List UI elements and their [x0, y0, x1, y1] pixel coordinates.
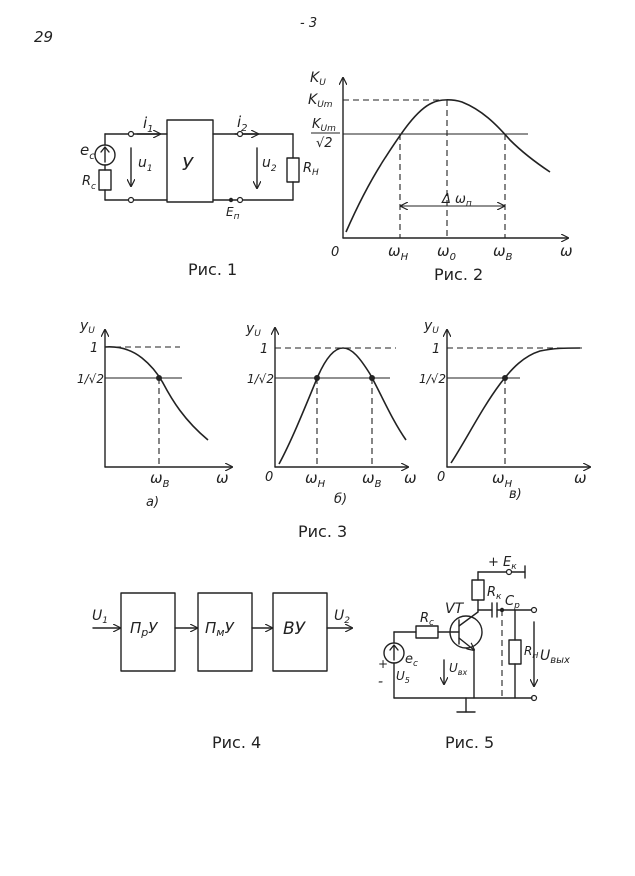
fig3b-w: ω: [404, 469, 417, 487]
fig4-u1-label: U1: [92, 608, 108, 626]
fig2-origin: 0: [331, 245, 339, 260]
fig3c-graph: [447, 330, 590, 467]
fig2-wv-label: ωВ: [493, 242, 513, 263]
fig3b-one: 1: [260, 342, 268, 357]
fig3c-half: 1/√2: [419, 372, 446, 386]
fig3a-graph: [105, 330, 232, 467]
fig1-i2-label: i2: [237, 113, 248, 134]
fig1-i1-label: i1: [143, 114, 154, 135]
fig1-caption: Рис. 1: [188, 260, 237, 279]
page-number: 29: [34, 28, 53, 46]
fig2-response-curve: [345, 99, 551, 233]
fig4-caption: Рис. 4: [212, 733, 261, 752]
fig5-vt-label: VT: [445, 601, 465, 617]
fig1-u2-label: u2: [262, 155, 277, 174]
resistor-rc-fig5-icon: [415, 625, 439, 639]
fig2-y-label: KU: [310, 70, 326, 88]
fig2-kum-label: KUm: [308, 92, 333, 110]
fig1-u1-label: u1: [138, 155, 153, 174]
fig2-band-label: Δ ωп: [441, 192, 472, 209]
fig2-w0-label: ω0: [437, 242, 456, 263]
fig1-block-label: У: [182, 154, 194, 175]
fig3c-origin: 0: [437, 470, 445, 485]
fig3c-w: ω: [574, 469, 587, 487]
fig4-block-pru: [120, 592, 176, 672]
fig5-uvyh-label: Uвых: [540, 648, 570, 666]
fig3b-wn: ωН: [305, 469, 326, 490]
fig3b-tag: б): [334, 492, 347, 507]
fig4-block2-label: ПмУ: [205, 619, 235, 639]
fig5-ubx-label: Uвх: [449, 661, 468, 677]
fig5-rk-label: Rк: [487, 585, 502, 602]
fig1-rn-label: RН: [303, 161, 319, 178]
fig3c-one: 1: [432, 342, 440, 357]
page-top-mark: - 3: [300, 16, 317, 31]
fig5-plus: +: [378, 657, 388, 671]
fig3a-y-label: yU: [79, 318, 95, 336]
fig3c-tag: в): [509, 487, 522, 502]
fig3b-graph: [275, 328, 408, 467]
fig2-w-label: ω: [560, 242, 573, 260]
amplifier-block: [166, 119, 214, 203]
resistor-rk-icon: [471, 579, 485, 601]
fig1-rc-label: Rc: [82, 174, 96, 192]
fig5-amplifier-circuit: [383, 565, 537, 713]
fig3a-tag: а): [146, 495, 159, 510]
fig1-ec-label: ec: [80, 141, 95, 162]
fig5-ek-label: + Eк: [488, 555, 517, 572]
fig3c-wn: ωН: [492, 469, 513, 490]
resistor-rc-icon: [98, 169, 112, 191]
fig3a-wb: ωВ: [150, 469, 170, 490]
fig5-cp-label: Cр: [505, 594, 520, 611]
fig2-caption: Рис. 2: [434, 265, 483, 284]
fig4-block-pmu: [197, 592, 253, 672]
fig4-block-diagram: [92, 592, 352, 672]
fig3-caption: Рис. 3: [298, 522, 347, 541]
fig4-u2-label: U2: [334, 608, 350, 626]
fig4-block3-label: ВУ: [283, 619, 307, 639]
fig3a-one: 1: [90, 341, 98, 356]
fig2-sqrt2-label: √2: [316, 136, 333, 151]
fig3b-origin: 0: [265, 470, 273, 485]
fig1-circuit: [94, 119, 300, 204]
fig3b-y-label: yU: [245, 321, 261, 339]
fig2-kum2-label: KUm: [312, 117, 336, 134]
fig3b-half: 1/√2: [247, 372, 274, 386]
fig3a-half: 1/√2: [77, 372, 104, 386]
fig5-ec-label: ec: [405, 652, 418, 669]
fig1-ep-label: Eп: [226, 205, 240, 222]
fig2-wn-label: ωН: [388, 242, 409, 263]
fig3b-wv: ωВ: [362, 469, 382, 490]
resistor-rn-fig5-icon: [508, 639, 522, 665]
fig3c-y-label: yU: [423, 318, 439, 336]
fig4-block-vu: [272, 592, 328, 672]
fig2-graph: [343, 78, 568, 238]
fig5-rn-label: RН: [524, 644, 538, 660]
fig5-minus: -: [378, 674, 383, 690]
fig3a-w: ω: [216, 469, 229, 487]
resistor-rn-icon: [286, 157, 300, 183]
fig5-caption: Рис. 5: [445, 733, 494, 752]
fig5-rc-label: Rc: [420, 611, 434, 628]
fig5-u5-label: U5: [396, 669, 410, 685]
fig4-block1-label: ПрУ: [130, 619, 158, 639]
